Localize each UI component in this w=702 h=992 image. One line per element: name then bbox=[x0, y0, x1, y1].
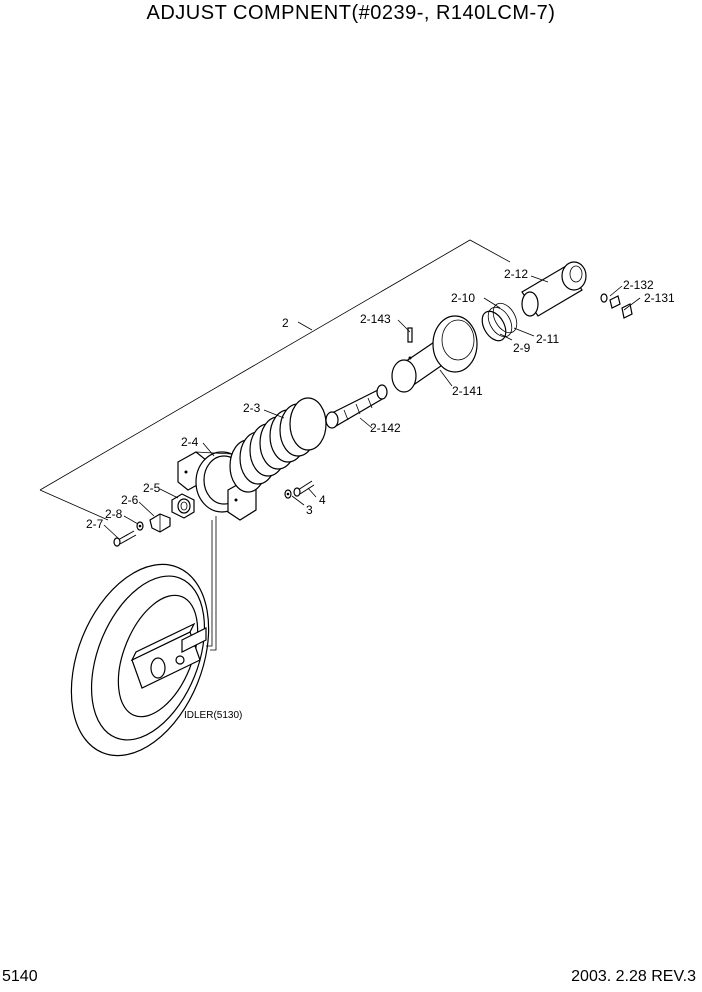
assembly-bracket-lines bbox=[39, 239, 511, 521]
label-idler: IDLER(5130) bbox=[184, 710, 242, 721]
idler-wheel bbox=[70, 516, 217, 757]
label-2-11: 2-11 bbox=[536, 332, 559, 346]
bolt-4 bbox=[293, 480, 315, 497]
washer-3 bbox=[284, 489, 292, 499]
label-2-5: 2-5 bbox=[143, 481, 161, 495]
label-2-141: 2-141 bbox=[452, 384, 483, 398]
rod-2-142 bbox=[325, 384, 388, 429]
label-2-7: 2-7 bbox=[86, 517, 104, 531]
label-2-6: 2-6 bbox=[121, 493, 139, 507]
spring-2-3 bbox=[229, 397, 327, 493]
label-2: 2 bbox=[282, 316, 289, 330]
leader-lines bbox=[103, 275, 641, 539]
cylinder-2-141 bbox=[391, 315, 478, 393]
label-2-142: 2-142 bbox=[370, 421, 401, 435]
packing-2-9 bbox=[487, 302, 518, 338]
label-3: 3 bbox=[306, 503, 313, 517]
label-2-143: 2-143 bbox=[360, 312, 391, 326]
label-2-131: 2-131 bbox=[644, 291, 675, 305]
page-number: 5140 bbox=[2, 968, 38, 985]
pin-2-143 bbox=[407, 327, 413, 343]
label-4: 4 bbox=[319, 493, 326, 507]
label-2-8: 2-8 bbox=[105, 507, 123, 521]
label-2-3: 2-3 bbox=[243, 401, 261, 415]
nut-2-5 bbox=[171, 493, 195, 519]
lock-plate-2-6 bbox=[149, 513, 171, 533]
label-2-9: 2-9 bbox=[513, 341, 531, 355]
piston-2-12 bbox=[521, 261, 587, 317]
label-2-12: 2-12 bbox=[504, 267, 528, 281]
valve-2-132 bbox=[600, 293, 621, 309]
washer-2-8 bbox=[136, 521, 144, 531]
label-2-132: 2-132 bbox=[623, 278, 654, 292]
valve-2-131 bbox=[621, 303, 633, 319]
revision-date: 2003. 2.28 REV.3 bbox=[571, 968, 696, 985]
label-2-4: 2-4 bbox=[181, 435, 199, 449]
bolt-2-7 bbox=[113, 530, 137, 547]
label-2-10: 2-10 bbox=[451, 291, 475, 305]
page-title: ADJUST COMPNENT(#0239-, R140LCM-7) bbox=[146, 2, 556, 24]
